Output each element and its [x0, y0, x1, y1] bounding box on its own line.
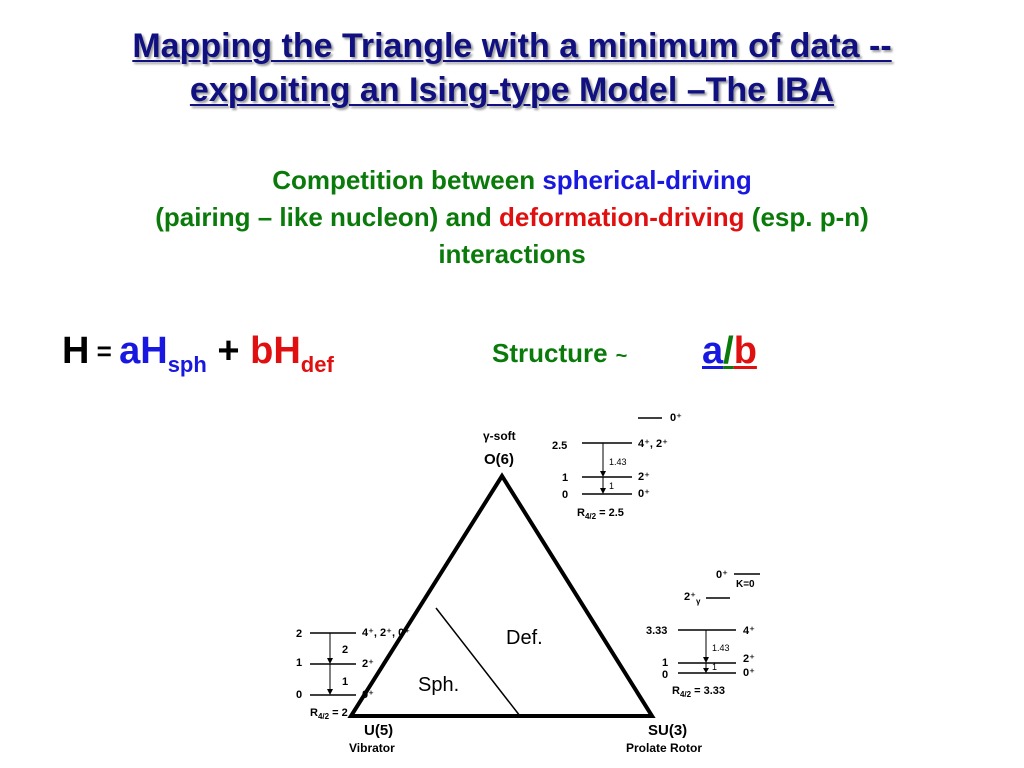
- u5-arrow-2: [327, 689, 333, 695]
- structure-text: Structure: [492, 338, 608, 368]
- o6-energy-1: 1: [562, 472, 568, 484]
- su3-arrow-2: [703, 668, 709, 673]
- u5-spin-1: 2⁺: [362, 658, 374, 670]
- su3-arrow-1: [703, 657, 709, 663]
- title-line-1: Mapping the Triangle with a minimum of d…: [132, 27, 892, 65]
- o6-level-scheme: 0⁺ 2.5 4⁺, 2⁺ 1 2⁺ 0 0⁺ 1.43 1 R4/2 = 2.…: [552, 412, 682, 521]
- region-sph: Sph.: [418, 674, 459, 696]
- deformation-driving-text: deformation-driving: [499, 202, 745, 232]
- su3-ratio: R4/2 = 3.33: [672, 685, 725, 699]
- su3-spin-4: 4⁺: [743, 625, 755, 637]
- ratio-a: a: [702, 330, 724, 372]
- hamiltonian-equation: H = aHsph + bHdef: [62, 330, 334, 378]
- su3-spin-0: 0⁺: [743, 667, 755, 679]
- o6-spin-25: 4⁺, 2⁺: [638, 438, 668, 450]
- o6-b-143: 1.43: [609, 457, 627, 467]
- su3-level-scheme: 0⁺ K=0 2⁺γ 3.33 4⁺ 1 2⁺ 0 0⁺ 1.43 1 R4/2…: [646, 569, 760, 699]
- o6-spin-0: 0⁺: [638, 488, 650, 500]
- u5-energy-0: 0: [296, 689, 302, 701]
- subtitle-part-2: (pairing – like nucleon) and: [155, 202, 500, 232]
- u5-b-1: 1: [342, 676, 348, 688]
- eq-sph-subscript: sph: [167, 352, 207, 377]
- su3-b-143: 1.43: [712, 643, 730, 653]
- u5-energy-1: 1: [296, 657, 302, 669]
- o6-energy-25: 2.5: [552, 440, 567, 452]
- u5-level-scheme: 2 4⁺, 2⁺, 0⁺ 1 2⁺ 0 0⁺ 2 1 R4/2 = 2: [296, 627, 410, 721]
- u5-energy-2: 2: [296, 628, 302, 640]
- u5-b-2: 2: [342, 644, 348, 656]
- eq-plus: +: [206, 330, 251, 372]
- o6-arrow-1: [600, 471, 606, 477]
- su3-prolate-rotor: Prolate Rotor: [626, 741, 702, 755]
- u5-spin-0: 0⁺: [362, 689, 374, 701]
- ratio-slash: /: [723, 330, 734, 372]
- ratio-a-over-b: a/b: [702, 330, 757, 373]
- o6-arrow-2: [600, 488, 606, 494]
- title-line-2: exploiting an Ising-type Model –The IBA: [189, 71, 835, 109]
- eq-a: a: [119, 330, 141, 372]
- subtitle-part-1: Competition between: [272, 165, 543, 195]
- u5-vibrator: Vibrator: [349, 741, 395, 755]
- u5-spin-2: 4⁺, 2⁺, 0⁺: [362, 627, 410, 639]
- eq-h: H: [62, 330, 90, 372]
- su3-k0-label: K=0: [736, 579, 755, 590]
- su3-b-1: 1: [712, 662, 717, 672]
- ratio-b: b: [733, 330, 757, 372]
- spherical-driving-text: spherical-driving: [542, 165, 752, 195]
- region-def: Def.: [506, 627, 543, 649]
- casten-triangle: [347, 472, 656, 718]
- subtitle-part-3: (esp. p-n): [744, 202, 869, 232]
- o6-gamma-soft: γ-soft: [483, 429, 516, 443]
- o6-spin-1: 2⁺: [638, 471, 650, 483]
- o6-top-spin: 0⁺: [670, 412, 682, 424]
- o6-energy-0: 0: [562, 489, 568, 501]
- eq-h-def: H: [273, 330, 301, 372]
- u5-ratio: R4/2 = 2: [310, 707, 348, 721]
- sph-def-boundary: [435, 607, 521, 717]
- su3-spin-2: 2⁺: [743, 653, 755, 665]
- slide-title: Mapping the Triangle with a minimum of d…: [0, 24, 1024, 112]
- u5-arrow-1: [327, 658, 333, 664]
- su3-label: SU(3): [648, 722, 687, 739]
- eq-b: b: [250, 330, 274, 372]
- eq-def-subscript: def: [300, 352, 334, 377]
- su3-energy-333: 3.33: [646, 625, 667, 637]
- eq-h-sph: H: [140, 330, 168, 372]
- eq-equals: =: [89, 336, 120, 366]
- structure-label: Structure ~: [492, 338, 637, 369]
- su3-energy-1: 1: [662, 657, 668, 669]
- su3-k0-spin: 0⁺: [716, 569, 728, 581]
- o6-b-1: 1: [609, 481, 614, 491]
- o6-ratio: R4/2 = 2.5: [577, 507, 624, 521]
- su3-gamma-spin: 2⁺γ: [684, 591, 701, 606]
- u5-label: U(5): [364, 722, 393, 739]
- subtitle-part-4: interactions: [438, 239, 586, 269]
- su3-energy-0: 0: [662, 669, 668, 681]
- subtitle: Competition between spherical-driving (p…: [0, 162, 1024, 273]
- o6-label: O(6): [484, 451, 514, 468]
- structure-tilde: ~: [615, 345, 628, 367]
